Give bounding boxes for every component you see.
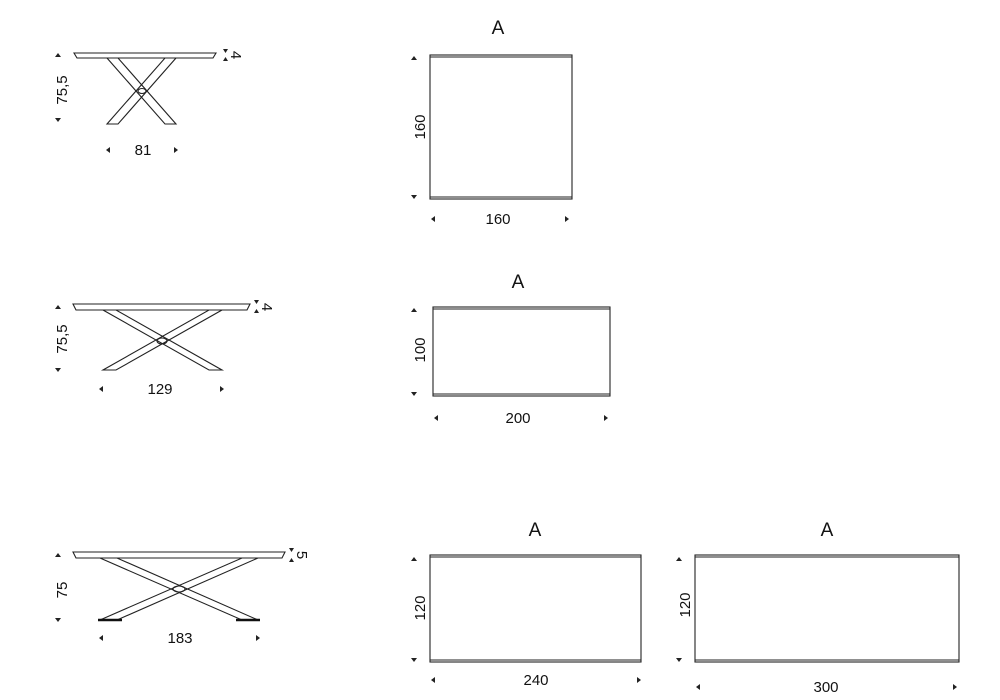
base-width-dimension: 81 xyxy=(135,142,152,159)
height-dimension: 75 xyxy=(54,582,71,599)
side-view-1: 75,5 4 81 xyxy=(54,49,244,159)
depth-dimension: 120 xyxy=(677,592,694,617)
depth-dimension: 160 xyxy=(412,114,429,139)
model-label: A xyxy=(512,272,525,293)
side-view-3: 75 5 183 xyxy=(54,548,310,647)
model-label: A xyxy=(821,520,834,541)
width-dimension: 160 xyxy=(485,211,510,228)
thickness-dimension: 4 xyxy=(258,303,275,311)
height-dimension: 75,5 xyxy=(54,75,71,104)
model-label: A xyxy=(529,520,542,541)
thickness-dimension: 4 xyxy=(227,51,244,59)
depth-dimension: 120 xyxy=(412,595,429,620)
width-dimension: 300 xyxy=(813,679,838,696)
width-dimension: 240 xyxy=(523,672,548,689)
height-dimension: 75,5 xyxy=(54,324,71,353)
model-label: A xyxy=(492,18,505,39)
width-dimension: 200 xyxy=(505,410,530,427)
top-view-2: A 100 200 xyxy=(411,272,611,427)
side-view-2: 75,5 4 129 xyxy=(54,300,275,398)
base-width-dimension: 183 xyxy=(167,630,192,647)
top-view-3: A 120 240 xyxy=(411,520,642,689)
base-width-dimension: 129 xyxy=(147,381,172,398)
top-view-4: A 120 300 xyxy=(676,520,960,696)
top-view-1: A 160 160 xyxy=(411,18,573,228)
thickness-dimension: 5 xyxy=(293,551,310,559)
depth-dimension: 100 xyxy=(412,337,429,362)
